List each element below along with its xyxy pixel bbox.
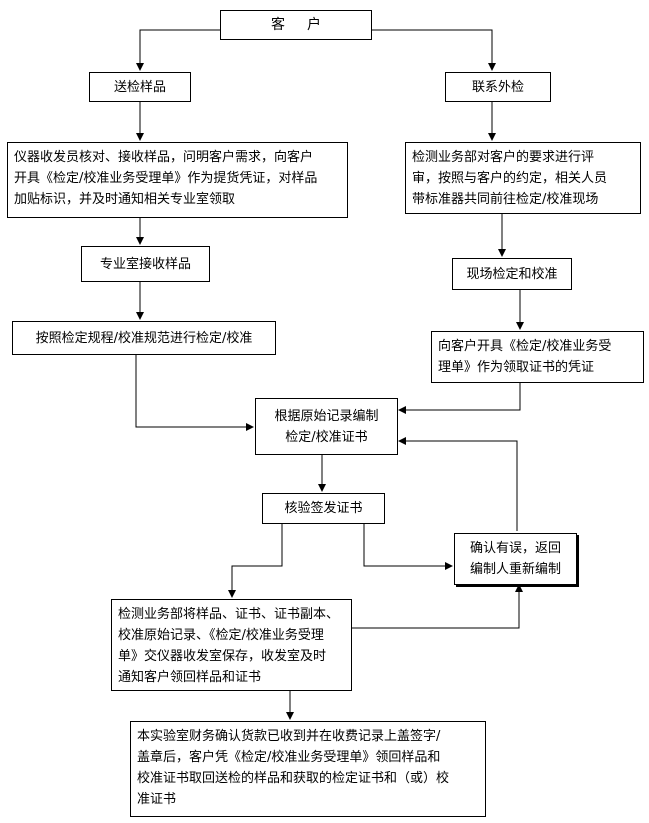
- final-pickup-node: 本实验室财务确认货款已收到并在收费记录上盖签字/ 盖章后，客户凭《检定/校准业务…: [130, 721, 486, 817]
- onsite-calibrate-label: 现场检定和校准: [466, 266, 558, 282]
- receive-register-line-2: 开具《检定/校准业务受理单》作为提货凭证，对样品: [14, 171, 318, 186]
- dept-receive-label: 专业室接收样品: [99, 256, 191, 272]
- arrow-calibration-to-compile: [135, 355, 254, 431]
- receive-register-line-1: 仪器收发员核对、接收样品，问明客户需求，向客户: [14, 150, 314, 165]
- deliver-storage-node: 检测业务部将样品、证书、证书副本、 校准原始记录、《检定/校准业务受理 单》交仪…: [111, 599, 352, 691]
- error-return-line-1: 确认有误，返回: [469, 541, 561, 556]
- deliver-storage-line-4: 通知客户领回样品和证书: [118, 670, 262, 685]
- issue-voucher-line-1: 向客户开具《检定/校准业务受: [438, 339, 612, 354]
- compile-cert-line-2: 检定/校准证书: [285, 429, 368, 445]
- verify-issue-node: 核验签发证书: [262, 493, 385, 524]
- customer-label: 客户: [271, 16, 343, 33]
- deliver-storage-line-2: 校准原始记录、《检定/校准业务受理: [118, 628, 324, 643]
- verify-issue-label: 核验签发证书: [284, 501, 363, 516]
- issue-voucher-node: 向客户开具《检定/校准业务受 理单》作为领取证书的凭证: [431, 331, 644, 383]
- contact-external-node: 联系外检: [445, 72, 551, 102]
- onsite-calibrate-node: 现场检定和校准: [452, 258, 572, 290]
- error-return-line-2: 编制人重新编制: [469, 562, 561, 577]
- final-pickup-line-3: 校准证书取回送检的样品和获取的检定证书和（或）校: [137, 771, 450, 786]
- contact-external-label: 联系外检: [471, 79, 524, 95]
- send-sample-node: 送检样品: [89, 72, 191, 102]
- do-calibration-node: 按照检定规程/校准规范进行检定/校准: [12, 321, 276, 355]
- arrow-verify-to-deliver: [228, 524, 283, 598]
- final-pickup-line-4: 准证书: [137, 792, 177, 807]
- error-return-node: 确认有误，返回 编制人重新编制: [454, 533, 577, 585]
- arrow-customer-to-send: [136, 29, 220, 71]
- deliver-storage-line-3: 单》交仪器收发室保存，收发室及时: [118, 649, 327, 664]
- arrow-voucher-to-compile: [398, 383, 521, 414]
- arrow-customer-to-contact: [372, 29, 496, 71]
- deliver-storage-line-1: 检测业务部将样品、证书、证书副本、: [118, 607, 340, 622]
- receive-register-node: 仪器收发员核对、接收样品，问明客户需求，向客户 开具《检定/校准业务受理单》作为…: [7, 142, 348, 218]
- onsite-arrange-line-1: 检测业务部对客户的要求进行评: [412, 150, 595, 165]
- issue-voucher-line-2: 理单》作为领取证书的凭证: [438, 360, 595, 375]
- arrow-verify-to-error: [363, 524, 453, 570]
- onsite-arrange-node: 检测业务部对客户的要求进行评 审，按照与客户的约定，相关人员 带标准器共同前往检…: [405, 142, 641, 214]
- onsite-arrange-line-3: 带标准器共同前往检定/校准现场: [412, 192, 599, 207]
- do-calibration-label: 按照检定规程/校准规范进行检定/校准: [35, 330, 253, 346]
- final-pickup-line-2: 盖章后，客户凭《检定/校准业务受理单》领回样品和: [137, 750, 441, 765]
- send-sample-label: 送检样品: [113, 79, 166, 95]
- arrow-error-to-compile: [398, 437, 518, 531]
- compile-cert-line-1: 根据原始记录编制: [274, 408, 379, 424]
- arrow-deliver-to-error: [352, 584, 523, 629]
- compile-cert-node: 根据原始记录编制 检定/校准证书: [255, 398, 398, 455]
- dept-receive-node: 专业室接收样品: [81, 246, 210, 282]
- customer-node: 客户: [220, 10, 372, 40]
- final-pickup-line-1: 本实验室财务确认货款已收到并在收费记录上盖签字/: [137, 729, 441, 744]
- onsite-arrange-line-2: 审，按照与客户的约定，相关人员: [412, 171, 608, 186]
- receive-register-line-3: 加贴标识，并及时通知相关专业室领取: [14, 192, 236, 207]
